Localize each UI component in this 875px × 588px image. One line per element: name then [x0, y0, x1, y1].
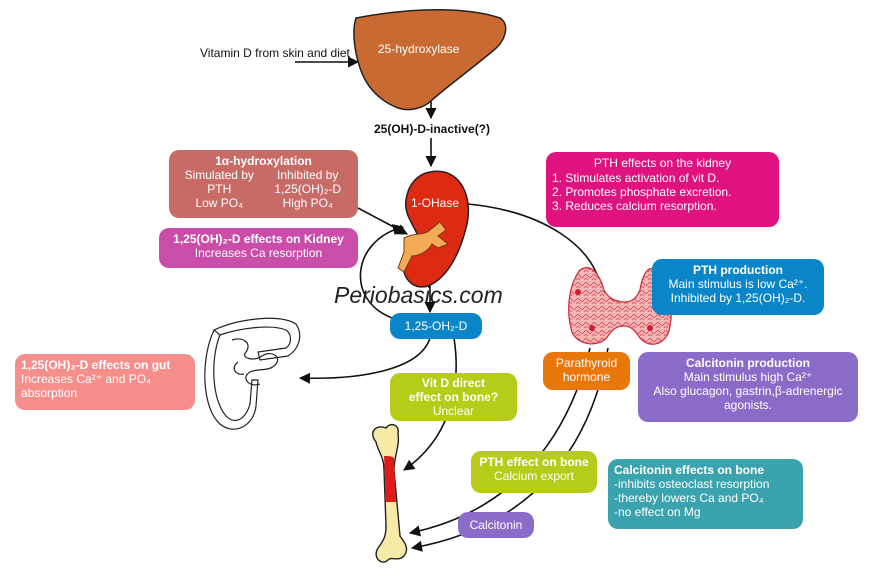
- vitamin-source-label: Vitamin D from skin and diet: [200, 46, 350, 60]
- calcitriol-box: 1,25-OH₂-D: [390, 313, 482, 339]
- inactive-metabolite-label: 25(OH)-D-inactive(?): [374, 122, 491, 136]
- kidney-label: 1-OHase: [411, 196, 460, 210]
- calcitriol-feedback-arrow: [359, 224, 405, 319]
- calcitriol-to-gut-arrow: [298, 337, 431, 384]
- kidney-effects-box: 1,25(OH)₂-D effects on Kidney Increases …: [159, 228, 358, 268]
- calcitonin-effects-box: Calcitonin effects on bone -inhibits ost…: [608, 459, 803, 529]
- parathyroid-hormone-box: Parathyroid hormone: [543, 352, 630, 390]
- stimulated-by-column: Simulated by PTH Low PO₄: [184, 168, 254, 210]
- kidney-to-parathyroid-curve: [467, 203, 599, 279]
- kidney-icon: [397, 170, 470, 288]
- hydroxylation-to-kidney-arrow: [357, 207, 408, 235]
- intestine-icon: [204, 317, 301, 430]
- pth-kidney-effects-box: PTH effects on the kidney 1. Stimulates …: [546, 152, 779, 227]
- bone-icon: [372, 423, 408, 563]
- inhibited-by-column: Inhibited by 1,25(OH)₂-D High PO₄: [274, 168, 342, 210]
- pth-production-box: PTH production Main stimulus is low Ca²⁺…: [652, 259, 824, 315]
- calcitonin-box: Calcitonin: [458, 512, 534, 538]
- calcitonin-production-box: Calcitonin production Main stimulus high…: [638, 352, 858, 422]
- liver-label: 25-hydroxylase: [378, 42, 460, 56]
- watermark: Periobasics.com: [334, 282, 503, 308]
- gut-effects-box: 1,25(OH)₂-D effects on gut Increases Ca²…: [15, 354, 195, 410]
- hydroxylation-box: 1α-hydroxylation Simulated by PTH Low PO…: [169, 150, 358, 218]
- liver-icon: [353, 8, 507, 111]
- bone-direct-effect-box: Vit D direct effect on bone? Unclear: [390, 373, 517, 421]
- pth-bone-effect-box: PTH effect on bone Calcium export: [471, 451, 597, 493]
